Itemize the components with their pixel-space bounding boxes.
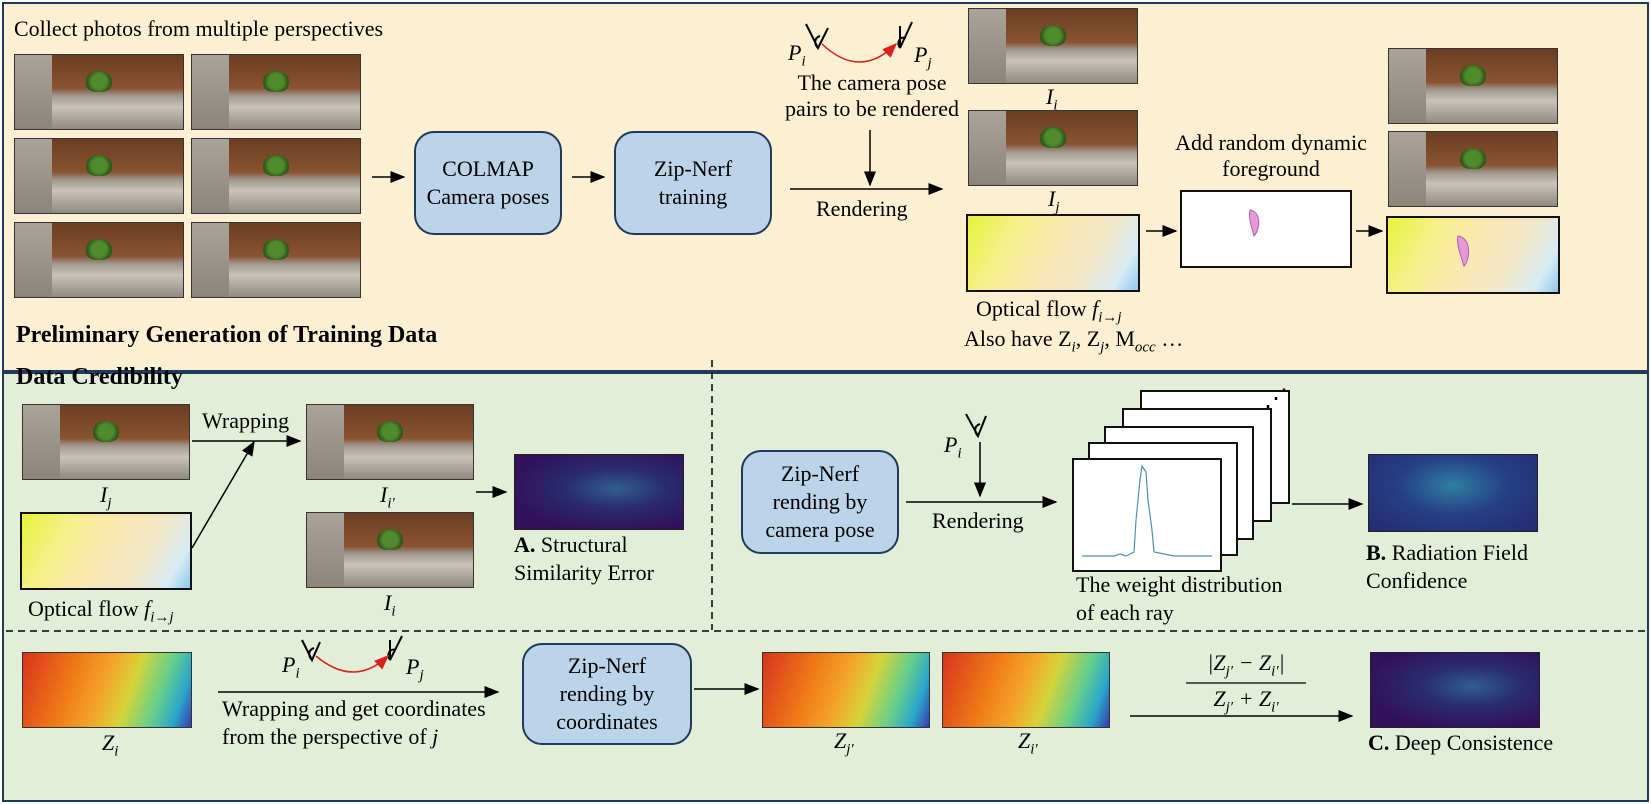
wrap-coord-line1: Wrapping and get coordinates	[222, 696, 486, 721]
data-credibility-panel	[2, 372, 1649, 802]
depth-zi-prime-image	[942, 652, 1110, 728]
depth-zj-prime-label: Zj′	[834, 728, 854, 758]
rendering-label-top: Rendering	[816, 196, 908, 221]
depth-zi-label: Zi	[102, 730, 119, 760]
input-photo-3	[14, 138, 184, 214]
input-photo-1	[14, 54, 184, 130]
input-photo-5	[14, 222, 184, 298]
section-title-credibility: Data Credibility	[16, 364, 183, 390]
optical-flow-label-bottom: Optical flow fi→j	[28, 596, 174, 626]
label-b-line1: B. Radiation Field	[1366, 540, 1528, 565]
warped-image-photo	[306, 404, 474, 480]
zipnerf-training-line-2: training	[658, 184, 728, 209]
formula-denominator: Zj′ + Zi′	[1213, 686, 1279, 716]
colmap-line-1: COLMAP	[442, 156, 534, 181]
colmap-line-2: Camera poses	[426, 184, 550, 209]
output-flow-image	[1386, 216, 1560, 294]
formula-numerator: |Zj′ − Zi′|	[1207, 650, 1285, 680]
also-have-label: Also have Zi, Zj, Mocc …	[964, 326, 1184, 356]
dynamic-foreground-box	[1180, 190, 1352, 268]
radiation-confidence-map	[1368, 454, 1538, 532]
depth-zi-prime-label: Zi′	[1018, 728, 1038, 758]
label-a-line1: A. Structural	[514, 532, 628, 557]
optical-flow-small-image	[20, 512, 192, 590]
optical-flow-label-top: Optical flow fi→j	[976, 296, 1122, 326]
pose-pi-label: Pi	[788, 40, 806, 70]
optical-flow-image	[966, 214, 1140, 292]
deep-consistence-map	[1370, 652, 1540, 728]
collect-photos-label: Collect photos from multiple perspective…	[14, 16, 384, 41]
warped-image-label: Ii′	[380, 482, 395, 512]
image-ij-photo	[22, 404, 190, 480]
wrapping-label: Wrapping	[202, 408, 290, 433]
ssim-error-map	[514, 454, 684, 530]
rendering-label-b: Rendering	[932, 508, 1024, 533]
input-photo-4	[191, 138, 361, 214]
weight-caption-line1: The weight distribution	[1076, 572, 1283, 597]
section-title-preliminary: Preliminary Generation of Training Data	[16, 322, 438, 348]
label-b-line2: Confidence	[1366, 568, 1468, 593]
weight-chart-front	[1072, 458, 1222, 572]
image-ij-label: Ij	[100, 482, 112, 512]
zipnerf-training-node: Zip-Nerf training	[614, 131, 772, 235]
label-c: C. Deep Consistence	[1368, 730, 1554, 755]
input-photo-2	[191, 54, 361, 130]
wrap-coord-line2: from the perspective of j	[222, 724, 439, 749]
label-a-line2: Similarity Error	[514, 560, 654, 585]
pi-label-b: Pi	[944, 432, 962, 462]
pj-label-c: Pj	[406, 654, 424, 684]
image-ii-label: Ii	[384, 590, 396, 620]
pose-pj-label: Pj	[914, 42, 932, 72]
image-i-label: Ii	[1046, 84, 1058, 114]
input-photo-6	[191, 222, 361, 298]
foreground-object-icon	[1249, 209, 1260, 237]
depth-zi-image	[22, 652, 192, 728]
output-photo-1	[1388, 48, 1558, 124]
output-photo-2	[1388, 131, 1558, 207]
weight-distribution-curve	[1082, 464, 1212, 557]
pi-label-c: Pi	[282, 652, 300, 682]
rendered-image-i	[968, 8, 1138, 84]
rendered-image-j	[968, 110, 1138, 186]
foreground-overlay-icon	[1457, 235, 1469, 267]
weight-caption-line2: of each ray	[1076, 600, 1174, 625]
more-charts-dots: ⋰	[1264, 386, 1288, 412]
image-ii-photo	[306, 512, 474, 588]
depth-zj-prime-image	[762, 652, 930, 728]
zipnerf-training-line-1: Zip-Nerf	[653, 156, 733, 181]
colmap-camera-poses-node: COLMAP Camera poses	[414, 131, 562, 235]
image-j-label: Ij	[1048, 186, 1060, 216]
